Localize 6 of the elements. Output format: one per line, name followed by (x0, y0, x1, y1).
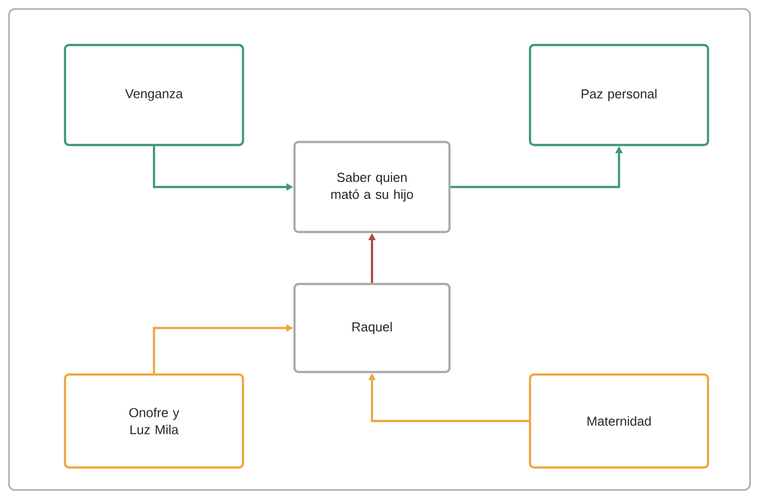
concept-box: Venganza (64, 44, 244, 146)
concept-box: Raquel (293, 282, 451, 374)
concept-box: Paz personal (528, 44, 710, 146)
concept-box: Onofre y Luz Mila (64, 373, 244, 469)
concept-box: Saber quien mató a su hijo (293, 140, 451, 234)
concept-box: Maternidad (528, 373, 710, 469)
